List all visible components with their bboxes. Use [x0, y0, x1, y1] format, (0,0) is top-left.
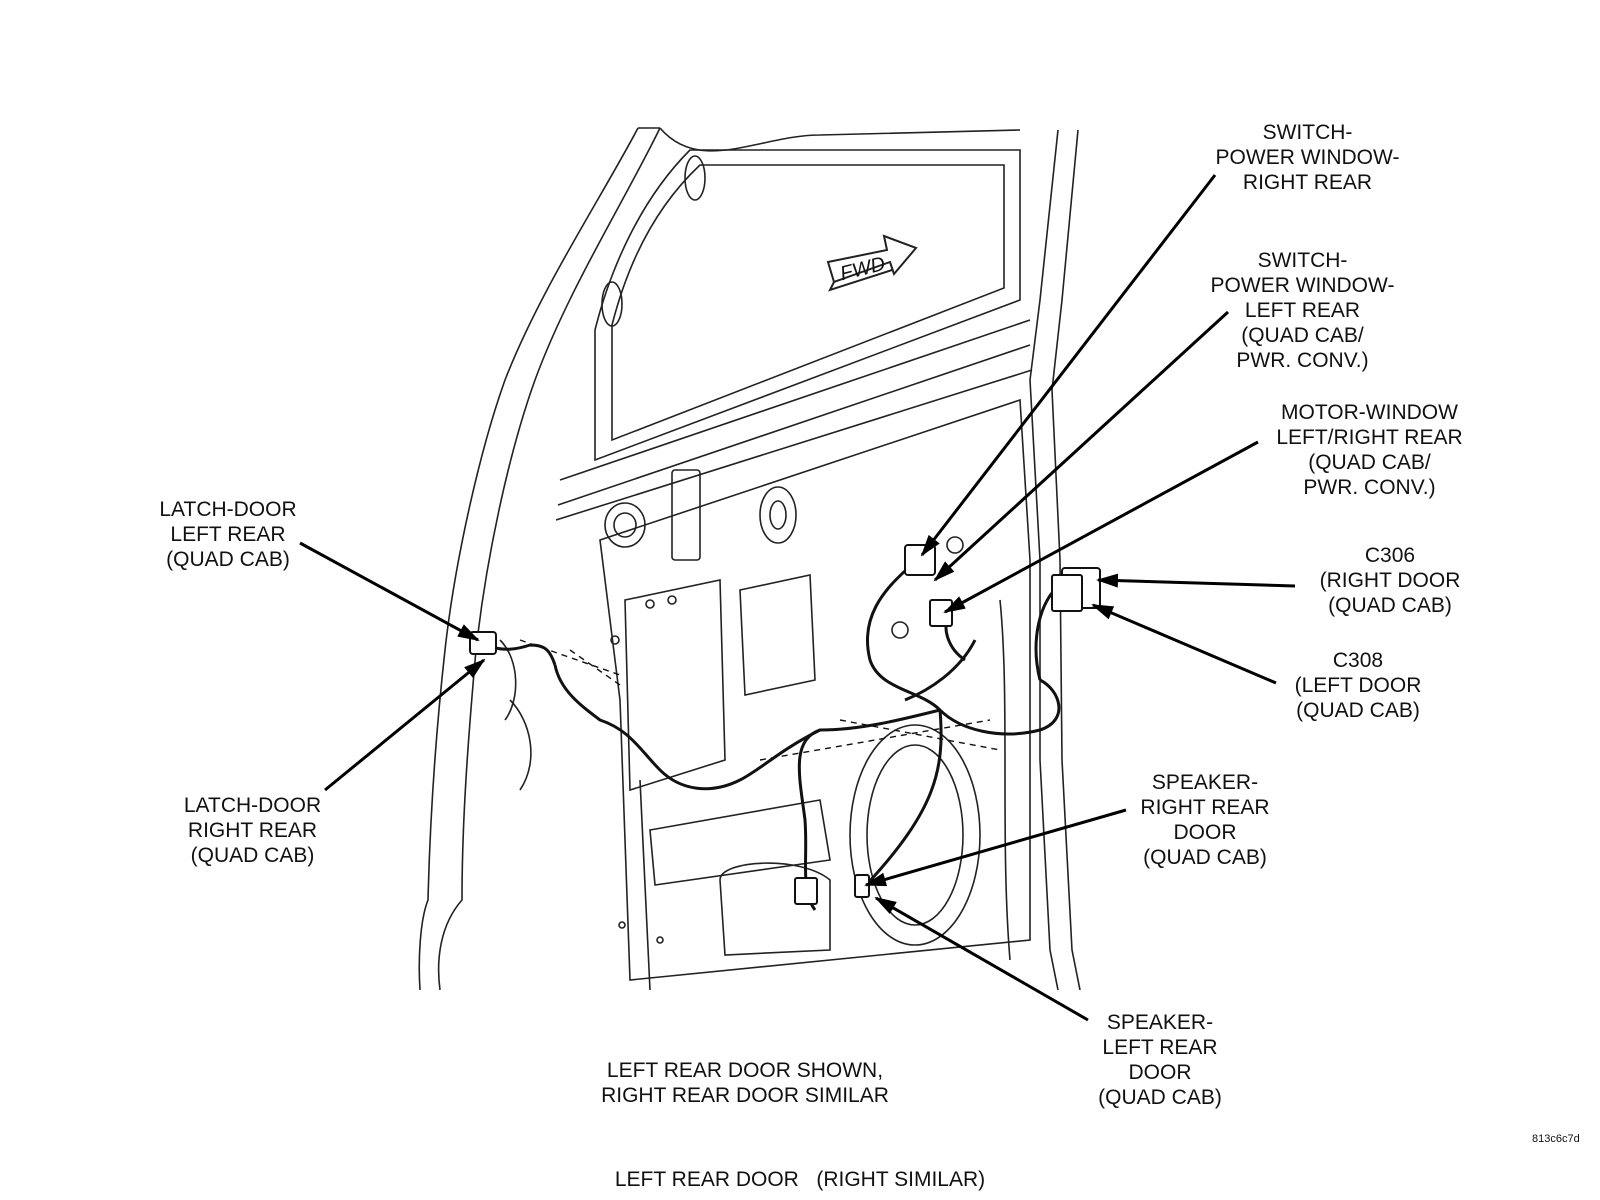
label-switch-power-window-left-rear: SWITCH- POWER WINDOW- LEFT REAR (QUAD CA… [1210, 249, 1395, 372]
door-outline [418, 127, 1081, 991]
latch-connector-icon [469, 631, 497, 655]
harness-dashed-routes [519, 639, 1001, 761]
label-speaker-right-rear-door: SPEAKER- RIGHT REAR DOOR (QUAD CAB) [1140, 771, 1270, 869]
label-latch-door-right-rear: LATCH-DOOR RIGHT REAR (QUAD CAB) [183, 794, 322, 867]
fwd-arrow: FWD [826, 234, 918, 292]
label-c308: C308 (LEFT DOOR (QUAD CAB) [1294, 649, 1422, 722]
c308-connector-icon [1051, 574, 1083, 612]
label-speaker-left-rear-door: SPEAKER- LEFT REAR DOOR (QUAD CAB) [1098, 1011, 1222, 1109]
label-latch-door-left-rear: LATCH-DOOR LEFT REAR (QUAD CAB) [159, 498, 297, 571]
switch-connector-icon [904, 544, 936, 576]
wiring-harness [494, 558, 1061, 911]
speaker-connector-icon [794, 877, 818, 905]
figure-id: 813c6c7d [1532, 1133, 1580, 1145]
leader-lines [299, 174, 1296, 1022]
label-c306: C306 (RIGHT DOOR (QUAD CAB) [1319, 544, 1461, 617]
motor-connector-icon [929, 599, 953, 627]
label-motor-window: MOTOR-WINDOW LEFT/RIGHT REAR (QUAD CAB/ … [1276, 401, 1463, 499]
note-door-shown: LEFT REAR DOOR SHOWN, RIGHT REAR DOOR SI… [601, 1059, 889, 1107]
label-switch-power-window-right-rear: SWITCH- POWER WINDOW- RIGHT REAR [1215, 121, 1400, 194]
figure-caption: LEFT REAR DOOR (RIGHT SIMILAR) [614, 1168, 986, 1191]
